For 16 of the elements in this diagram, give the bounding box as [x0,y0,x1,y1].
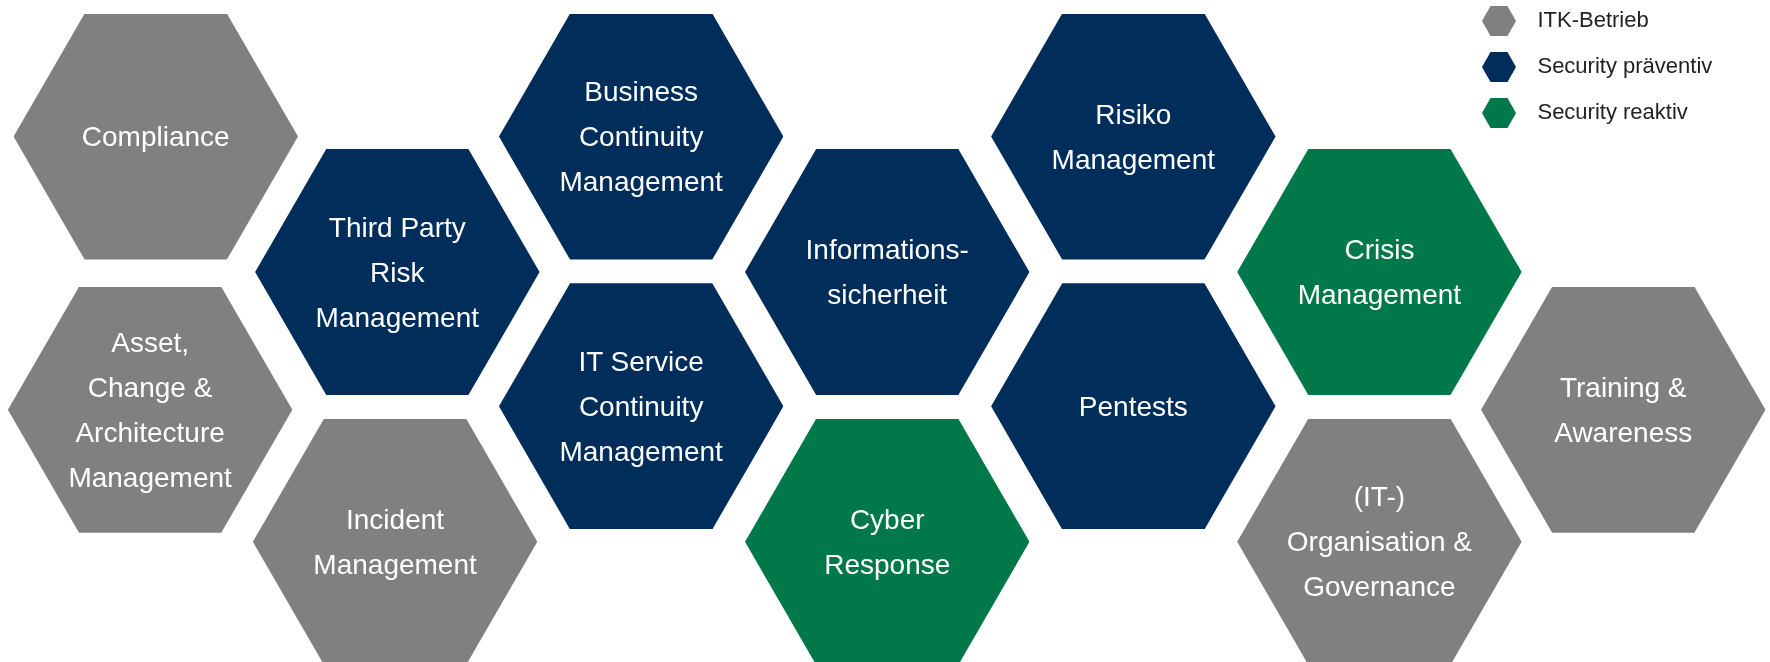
hexagon-label: IT Service Continuity Management [558,344,724,469]
legend-label: Security präventiv [1537,53,1713,80]
hexagon-label: Risiko Management [1050,97,1217,177]
hexagon-label: Business Continuity Management [558,75,724,200]
hexagon-label: Crisis Management [1296,233,1463,313]
hexagon-label: Informations-sicherheit [804,233,970,313]
hexagon-label: (IT-) Organisation & Governance [1285,480,1473,605]
hexagon-label: Incident Management [312,502,478,582]
hexagon-label: Third Party Risk Management [314,210,481,335]
hexagon-label: Asset, Change & Architecture Management [67,325,233,495]
hexagon-label: Compliance [81,120,230,155]
hexagon-label: Cyber Response [823,502,952,582]
hexagon-label: Pentests [1078,389,1188,424]
hexagon-label: Training & Awareness [1553,370,1694,450]
legend-label: ITK-Betrieb [1537,7,1649,34]
legend-label: Security reaktiv [1537,98,1688,125]
